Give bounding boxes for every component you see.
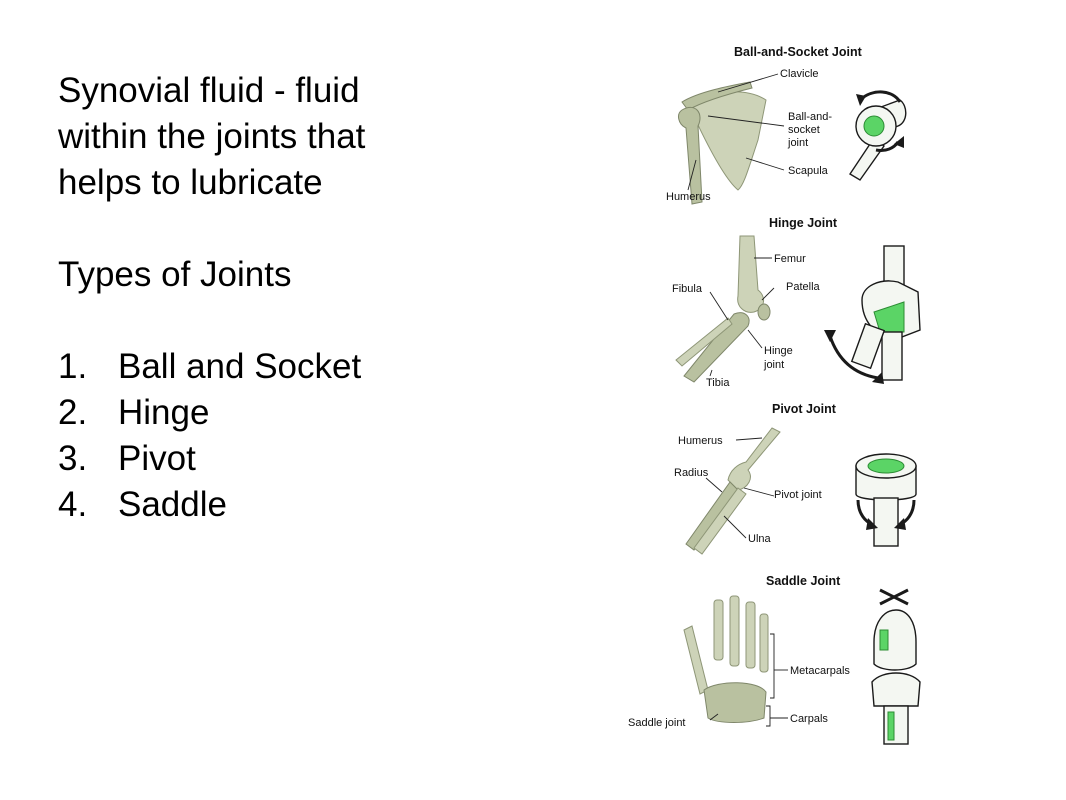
list-label: Pivot [118,439,196,478]
label-patella: Patella [786,281,821,293]
list-item: 4. Saddle [58,482,458,528]
hand-bones [683,595,769,723]
label-ball-socket-2: socket [788,124,820,136]
hinge-panel: Hinge Joint Femur Fibula Patella Hinge j… [672,216,921,389]
label-ball-socket-1: Ball-and- [788,111,832,123]
list-label: Ball and Socket [118,347,362,386]
ball-socket-title: Ball-and-Socket Joint [734,45,863,59]
label-tibia: Tibia [706,377,730,389]
spacer [58,206,458,252]
label-scapula: Scapula [788,165,829,177]
list-number: 1. [58,347,88,386]
patella-bone [757,303,771,321]
ball-socket-model [849,90,907,181]
hinge-model [824,245,921,384]
radius-bone [685,481,739,551]
saddle-title: Saddle Joint [766,574,841,588]
label-humerus: Humerus [666,191,711,203]
list-label: Hinge [118,393,210,432]
fibula-bone [675,317,733,367]
humerus-bone [678,106,703,205]
joint-types-figure: Ball-and-Socket Joint Clavicle Ball-and-… [628,45,921,745]
list-number: 4. [58,485,88,524]
label-saddle-joint: Saddle joint [628,717,686,729]
pivot-panel: Pivot Joint Humerus Radius Pivot joint U… [674,402,917,555]
definition-line: within the joints that [58,117,366,156]
list-number: 3. [58,439,88,478]
label-ulna: Ulna [748,533,772,545]
pivot-model [855,453,917,547]
list-item: 3. Pivot [58,436,458,482]
label-humerus-pivot: Humerus [678,435,723,447]
label-ball-socket-3: joint [787,137,808,149]
label-pivot-joint: Pivot joint [774,489,822,501]
list-item: 2. Hinge [58,390,458,436]
ball-socket-panel: Ball-and-Socket Joint Clavicle Ball-and-… [666,45,907,205]
definition-line: Synovial fluid - fluid [58,71,360,110]
label-hinge-2: joint [763,359,784,371]
label-clavicle: Clavicle [780,68,819,80]
joint-types-list: 1. Ball and Socket 2. Hinge 3. Pivot 4. Sadd… [58,344,458,528]
list-number: 2. [58,393,88,432]
scapula-bone [689,91,767,191]
label-hinge-1: Hinge [764,345,793,357]
femur-bone [737,235,764,313]
hinge-title: Hinge Joint [769,216,838,230]
label-femur: Femur [774,253,806,265]
saddle-panel: Saddle Joint Metacarpals Saddle joint Ca… [628,574,921,745]
label-metacarpals: Metacarpals [790,665,850,677]
label-radius: Radius [674,467,709,479]
ulna-bone [693,487,747,555]
list-label: Saddle [118,485,227,524]
definition-line: helps to lubricate [58,163,323,202]
label-fibula: Fibula [672,283,703,295]
types-heading: Types of Joints [58,255,292,294]
slide-text: Synovial fluid - fluid within the joints… [58,68,458,528]
spacer [58,298,458,344]
humerus-pivot-bone [727,427,781,491]
saddle-model [871,588,921,745]
list-item: 1. Ball and Socket [58,344,458,390]
label-carpals: Carpals [790,713,828,725]
tibia-bone [683,312,750,383]
clavicle-bone [681,81,753,111]
pivot-title: Pivot Joint [772,402,837,416]
